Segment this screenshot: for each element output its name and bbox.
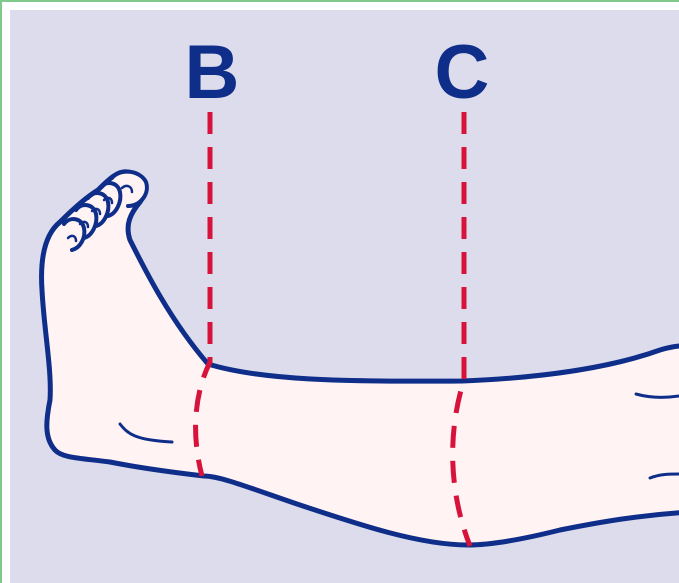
label-b: B [185,30,240,115]
label-c: C [435,30,490,115]
leg-outline [42,172,679,545]
